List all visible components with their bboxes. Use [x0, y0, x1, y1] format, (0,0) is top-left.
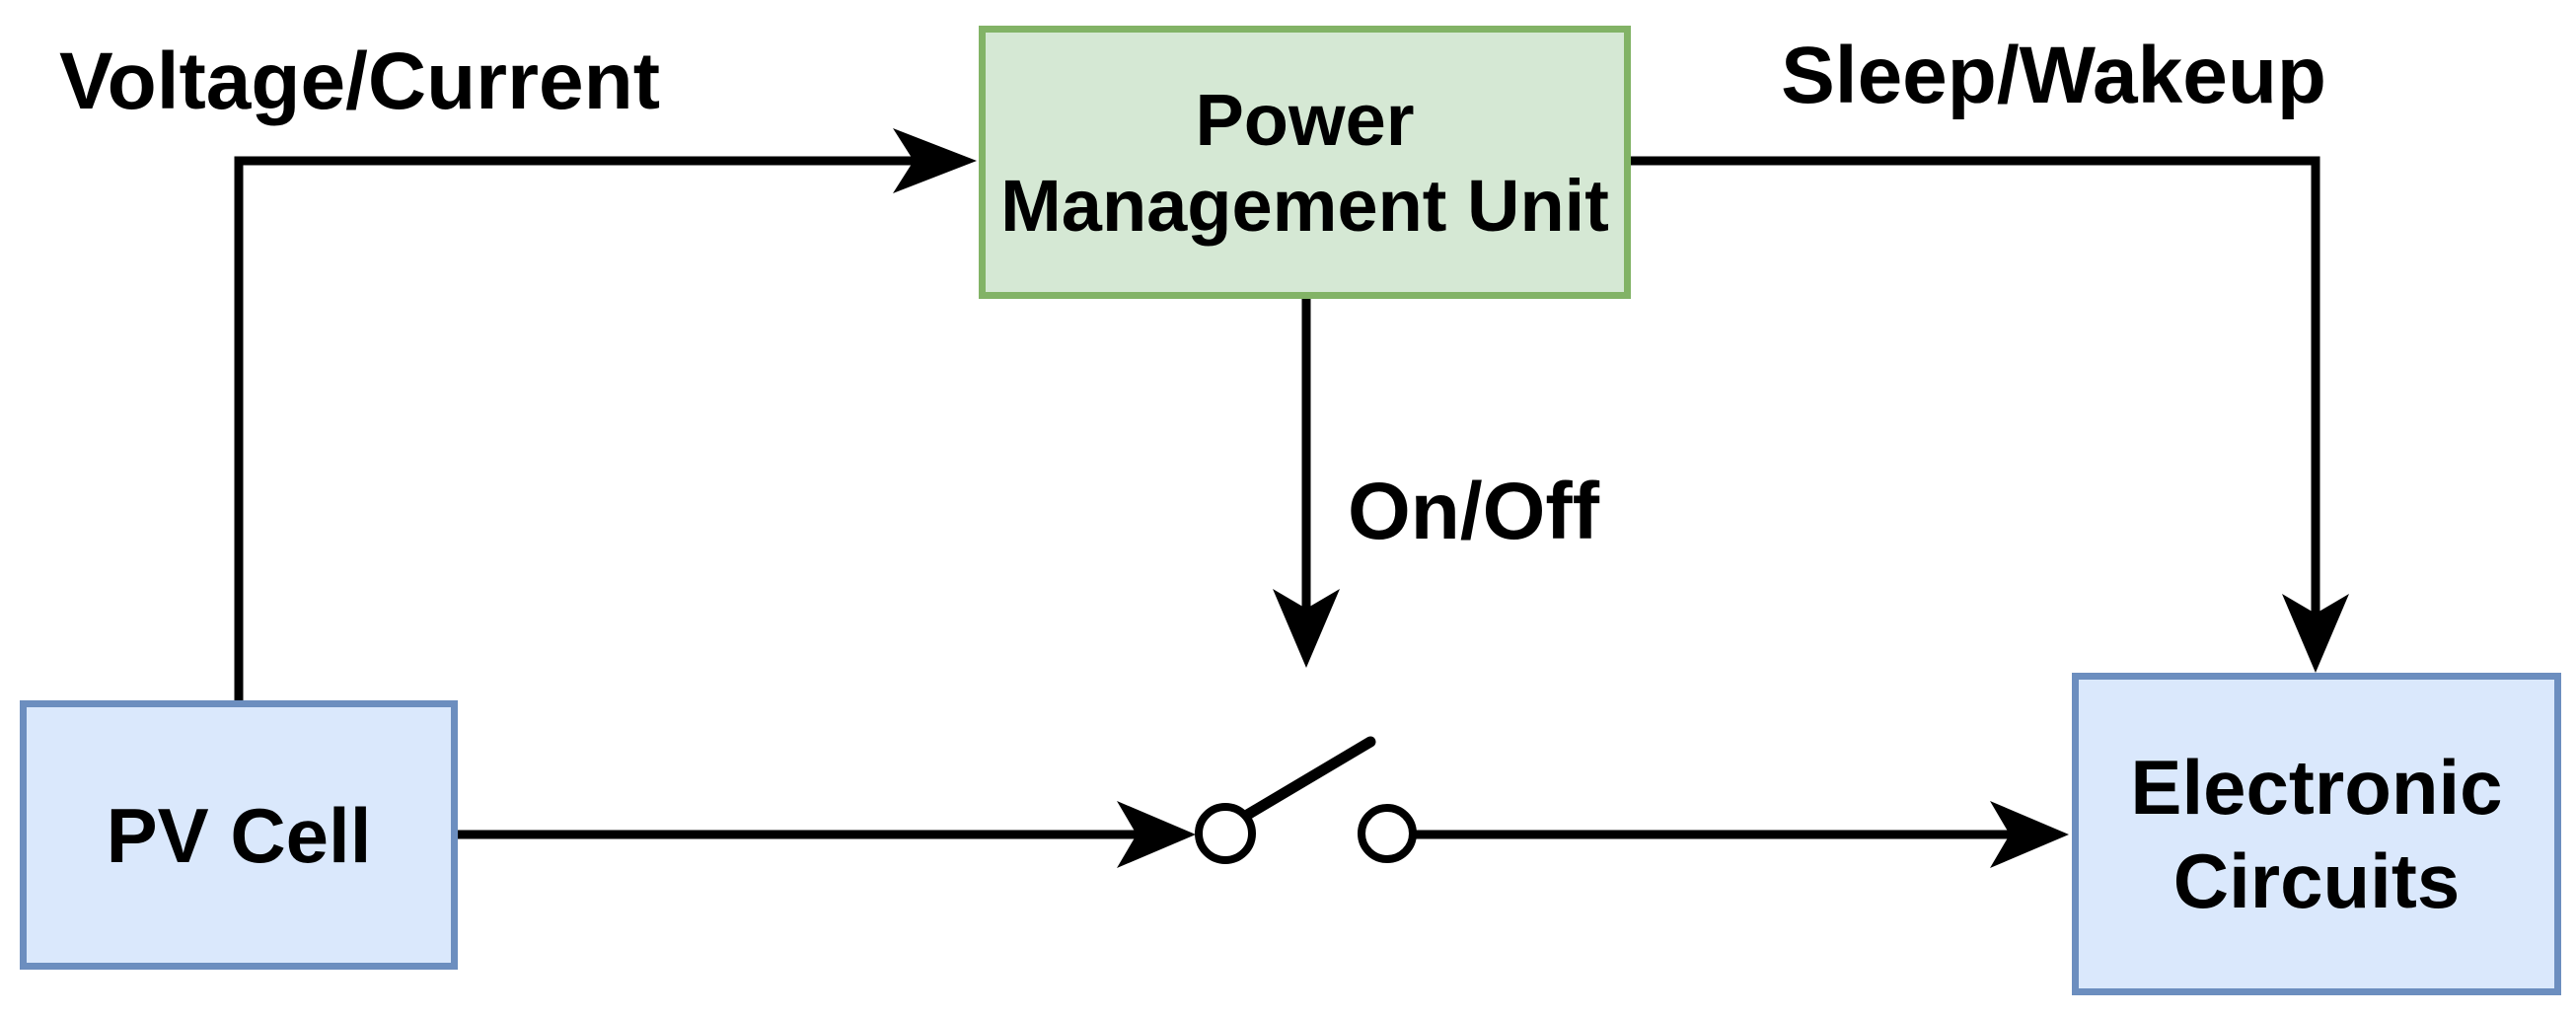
edge-label-voltage-current: Voltage/Current	[59, 36, 660, 126]
switch-terminal-right-icon	[1358, 804, 1417, 863]
node-power-management-unit: Power Management Unit	[979, 26, 1631, 299]
wire-pv-to-pmu	[234, 156, 916, 702]
node-electronic-circuits: Electronic Circuits	[2072, 673, 2561, 995]
node-pv-cell: PV Cell	[20, 700, 458, 970]
node-power-management-unit-label-line1: Power	[1195, 78, 1415, 161]
arrowhead-into-ec-top-icon	[2282, 594, 2349, 673]
switch-blade-icon	[1238, 736, 1376, 823]
arrowhead-into-ec-left-icon	[1990, 801, 2069, 868]
node-electronic-circuits-label-line2: Circuits	[2172, 836, 2461, 924]
edge-label-sleep-wakeup: Sleep/Wakeup	[1781, 31, 2326, 120]
arrowhead-into-pmu-icon	[893, 128, 977, 193]
arrowhead-into-switch-icon	[1273, 589, 1340, 668]
edge-label-on-off: On/Off	[1348, 467, 1600, 556]
switch-terminal-left-icon	[1195, 803, 1256, 864]
node-electronic-circuits-label-line1: Electronic	[2130, 743, 2503, 831]
node-pv-cell-label: PV Cell	[106, 791, 372, 879]
wire-pmu-to-ec	[1631, 156, 2320, 616]
arrowhead-into-switch-left-icon	[1117, 801, 1196, 868]
node-power-management-unit-label-line2: Management Unit	[1000, 164, 1609, 247]
